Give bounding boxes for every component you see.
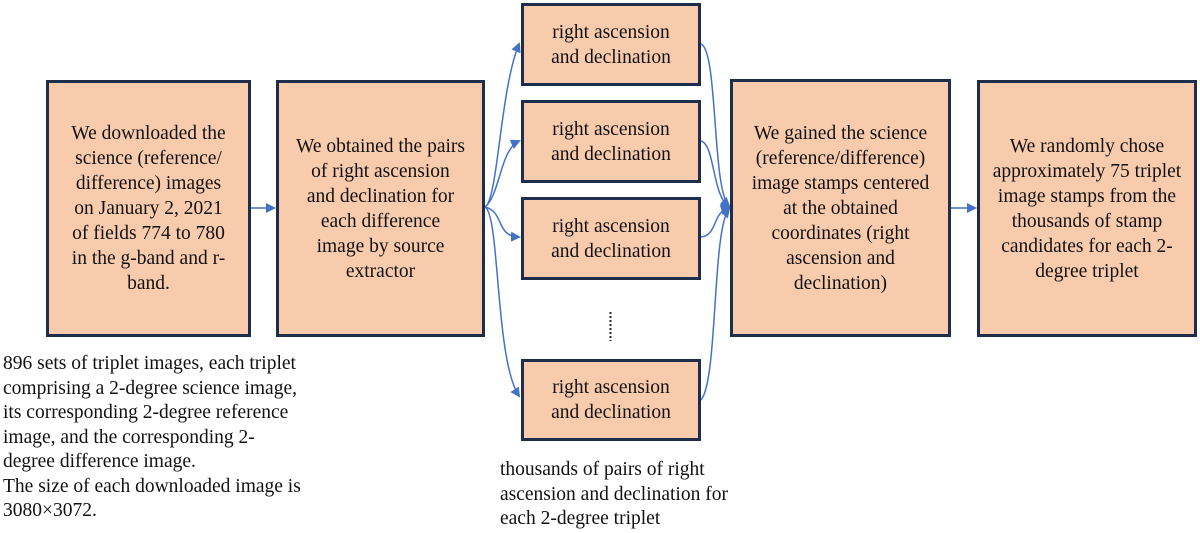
coordinate-box: right ascension and declination <box>521 359 701 441</box>
step-stamps-text: We gained the science (reference/differe… <box>751 122 930 294</box>
vertical-ellipsis-icon <box>609 311 612 341</box>
step-extract-box: We obtained the pairs of right ascension… <box>276 80 485 337</box>
step-download-box: We downloaded the science (reference/ di… <box>46 80 251 337</box>
arrow-coord-3-to-stamps <box>700 207 731 401</box>
arrow-extract-to-coord-3 <box>484 206 521 398</box>
arrow-coord-1-to-stamps <box>700 140 731 209</box>
coordinate-box: right ascension and declination <box>521 3 701 86</box>
coordinate-box: right ascension and declination <box>521 197 701 280</box>
step-extract-text: We obtained the pairs of right ascension… <box>296 135 465 282</box>
step-download-text: We downloaded the science (reference/ di… <box>71 123 226 294</box>
step-stamps-box: We gained the science (reference/differe… <box>730 79 951 337</box>
coordinate-box: right ascension and declination <box>521 100 701 183</box>
arrow-extract-to-coord-0 <box>484 42 521 208</box>
step-choose-text: We randomly chose approximately 75 tripl… <box>992 135 1182 282</box>
coordinate-box-text: right ascension and declination <box>551 215 671 262</box>
arrow-extract-to-coord-2 <box>484 206 521 242</box>
arrow-coord-0-to-stamps <box>700 43 731 208</box>
arrow-coord-2-to-stamps <box>700 204 731 238</box>
coordinate-box-text: right ascension and declination <box>551 21 671 68</box>
download-caption: 896 sets of triplet images, each triplet… <box>3 353 301 521</box>
arrow-extract-to-coord-1 <box>484 139 521 208</box>
step-choose-box: We randomly chose approximately 75 tripl… <box>977 80 1197 337</box>
coordinates-caption: thousands of pairs of right ascension an… <box>500 459 728 529</box>
coordinate-box-text: right ascension and declination <box>551 377 671 423</box>
coordinate-box-text: right ascension and declination <box>551 118 671 165</box>
